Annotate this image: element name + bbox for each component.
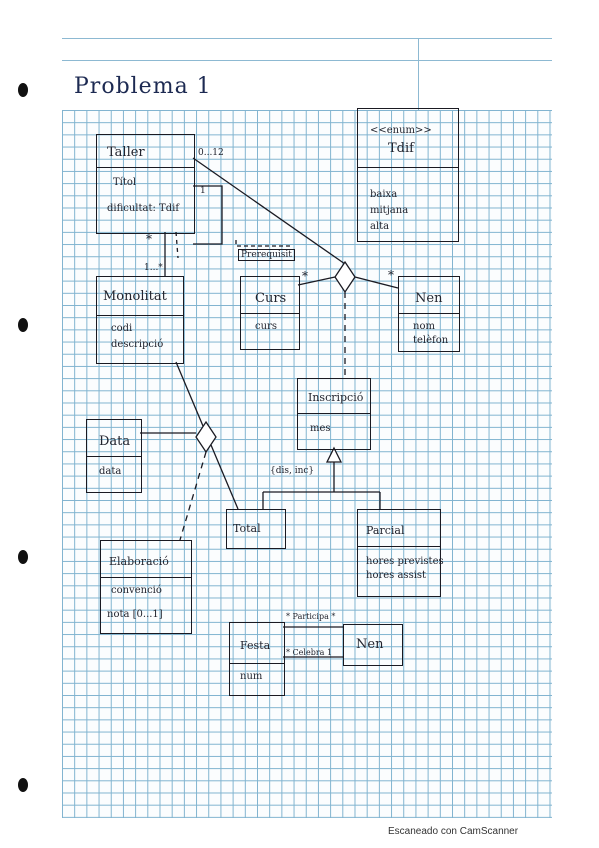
attribute: nom bbox=[413, 321, 435, 332]
header-divider bbox=[418, 38, 419, 110]
nen-diamond-link bbox=[354, 276, 399, 289]
attribute: codi bbox=[111, 323, 133, 334]
divider bbox=[298, 413, 370, 414]
class-total: Total bbox=[226, 509, 286, 549]
attribute: nota [0...1] bbox=[107, 609, 163, 620]
class-name: Nen bbox=[356, 637, 384, 652]
class-parcial: Parcial hores previstes hores assist bbox=[357, 509, 444, 597]
class-nen: Nen nom telèfon bbox=[398, 276, 460, 352]
dashed-link bbox=[175, 231, 179, 259]
enum-value: mitjana bbox=[370, 205, 409, 216]
class-name: Inscripció bbox=[308, 391, 364, 404]
page-title: Problema 1 bbox=[74, 74, 212, 99]
class-name: Taller bbox=[107, 145, 145, 160]
binder-hole bbox=[18, 83, 28, 97]
attribute: dificultat: Tdif bbox=[107, 203, 180, 214]
class-inscripcio: Inscripció mes bbox=[297, 378, 371, 450]
binder-hole bbox=[18, 778, 28, 792]
multiplicity-label: * bbox=[388, 268, 394, 282]
multiplicity-label: * bbox=[302, 269, 308, 283]
attribute: descripció bbox=[111, 339, 164, 350]
participa-label: * Participa * bbox=[286, 612, 336, 621]
taller-inscripcio-link bbox=[192, 157, 346, 265]
binder-hole bbox=[18, 550, 28, 564]
class-name: Festa bbox=[240, 639, 271, 652]
attribute: Títol bbox=[113, 177, 137, 188]
multiplicity-label: 1 bbox=[200, 186, 206, 196]
ternary-diamond bbox=[334, 260, 356, 294]
class-name: Monolitat bbox=[103, 289, 167, 304]
stereotype: <<enum>> bbox=[370, 125, 432, 136]
elaboracio-dashed-link bbox=[179, 451, 207, 541]
class-taller: Taller Títol dificultat: Tdif bbox=[96, 134, 195, 234]
divider bbox=[399, 313, 459, 314]
attribute: mes bbox=[310, 423, 331, 434]
divider bbox=[97, 167, 194, 168]
enum-tdif: <<enum>> Tdif baixa mitjana alta bbox=[357, 108, 459, 242]
attribute: data bbox=[99, 466, 122, 477]
multiplicity-label: 1...* bbox=[144, 263, 163, 273]
scanner-footer: Escaneado con CamScanner bbox=[388, 826, 519, 837]
class-name: Tdif bbox=[388, 141, 414, 156]
prerequisit-dashed bbox=[235, 240, 290, 247]
class-data: Data data bbox=[86, 419, 142, 493]
divider bbox=[87, 456, 141, 457]
class-monolitat: Monolitat codi descripció bbox=[96, 276, 184, 364]
grid-paper bbox=[62, 110, 552, 818]
enum-value: alta bbox=[370, 221, 390, 232]
class-name: Total bbox=[233, 522, 261, 535]
header-rule bbox=[62, 60, 552, 61]
class-nen-2: Nen bbox=[343, 624, 403, 666]
divider bbox=[97, 315, 183, 316]
attribute: hores previstes bbox=[366, 556, 444, 567]
taller-self-assoc bbox=[193, 185, 223, 245]
attribute: convenció bbox=[111, 585, 162, 596]
curs-diamond-link bbox=[297, 276, 336, 286]
divider bbox=[358, 167, 458, 168]
attribute: hores assist bbox=[366, 570, 427, 581]
multiplicity-label: * bbox=[146, 232, 152, 246]
attribute: telèfon bbox=[413, 335, 449, 346]
class-name: Parcial bbox=[366, 524, 405, 537]
class-name: Curs bbox=[255, 291, 287, 306]
binder-hole bbox=[18, 318, 28, 332]
attribute: num bbox=[240, 671, 263, 682]
enum-value: baixa bbox=[370, 189, 398, 200]
diamond-2 bbox=[195, 420, 217, 454]
prerequisit-label: Prerequisit bbox=[238, 249, 295, 261]
class-curs: Curs curs bbox=[240, 276, 300, 350]
class-name: Elaboració bbox=[109, 555, 169, 568]
divider bbox=[241, 313, 299, 314]
disjoint-label: {dis, inc} bbox=[270, 466, 315, 476]
divider bbox=[358, 546, 440, 547]
celebra-label: * Celebra 1 bbox=[286, 648, 333, 657]
class-name: Data bbox=[99, 434, 131, 449]
multiplicity-label: 0...12 bbox=[198, 148, 224, 158]
attribute: curs bbox=[255, 321, 277, 332]
divider bbox=[101, 577, 191, 578]
class-elaboracio: Elaboració convenció nota [0...1] bbox=[100, 540, 192, 634]
class-name: Nen bbox=[415, 291, 443, 306]
generalization-arrow bbox=[325, 446, 343, 463]
divider bbox=[230, 663, 284, 664]
class-festa: Festa num bbox=[229, 622, 285, 696]
